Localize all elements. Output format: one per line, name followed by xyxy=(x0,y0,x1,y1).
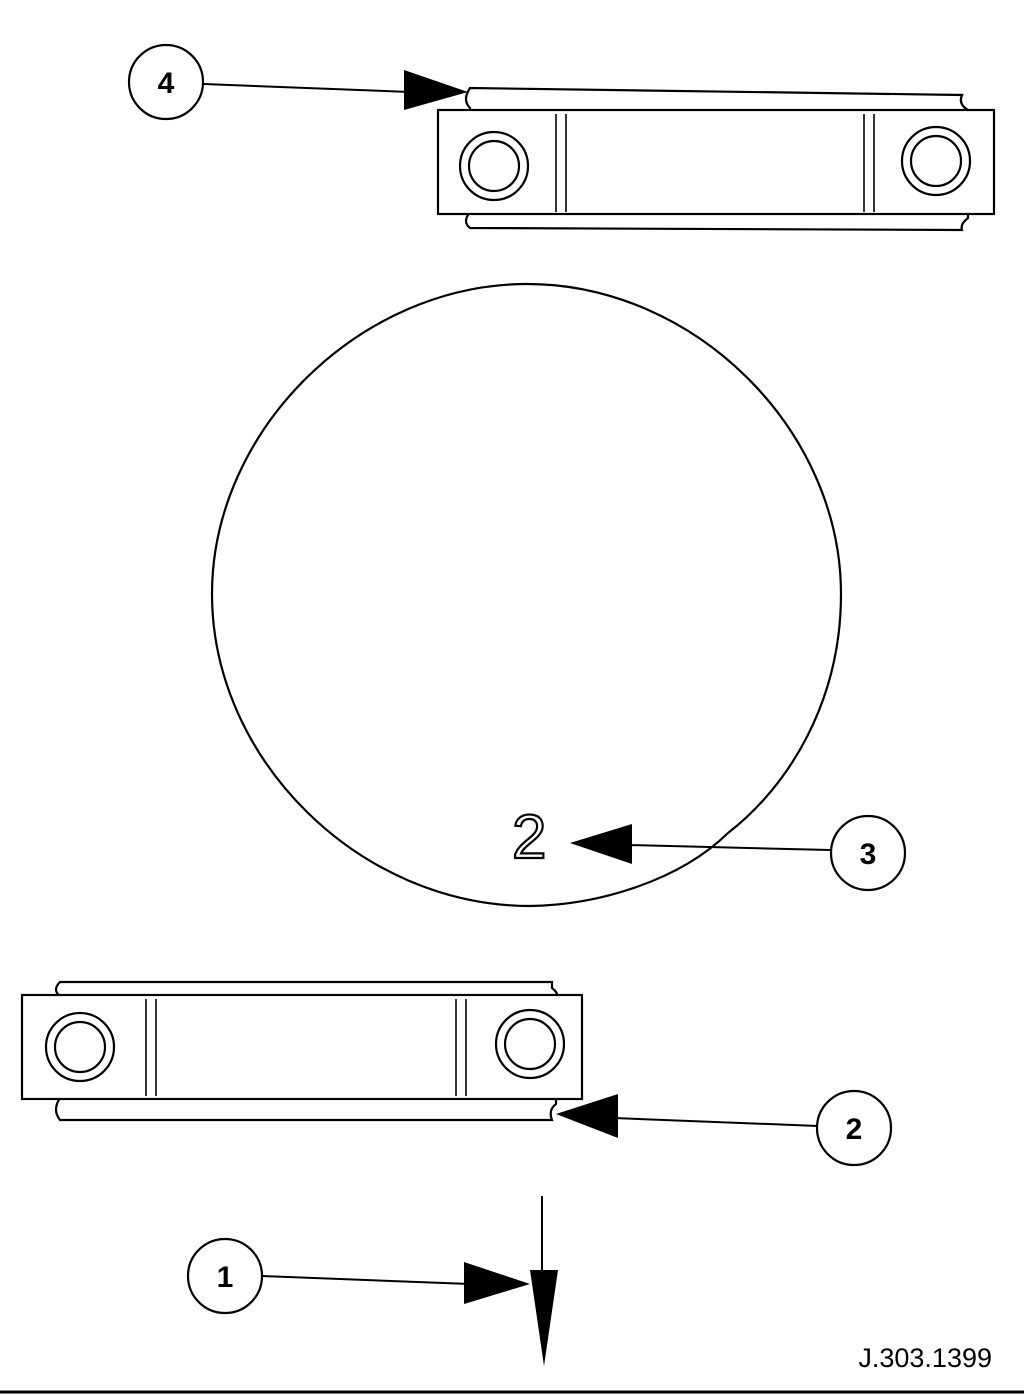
svg-text:2: 2 xyxy=(846,1113,863,1146)
journal-marking-label: 2 xyxy=(512,803,546,872)
leader-line-1 xyxy=(261,1262,530,1304)
bolt-hole-icon xyxy=(494,1008,566,1080)
bolt-hole-icon xyxy=(44,1011,116,1083)
figure-reference-number: J.303.1399 xyxy=(858,1343,992,1373)
bolt-hole-icon xyxy=(900,125,972,197)
svg-text:3: 3 xyxy=(860,838,877,871)
callout-2: 2 xyxy=(815,1089,893,1167)
upper-bearing-cap xyxy=(436,86,996,232)
callout-3: 3 xyxy=(829,814,907,892)
leader-line-3 xyxy=(570,824,831,864)
leader-line-4 xyxy=(203,70,468,110)
crankshaft-journal xyxy=(210,282,843,908)
callout-4: 4 xyxy=(127,43,205,121)
leader-line-2 xyxy=(556,1094,819,1138)
svg-text:1: 1 xyxy=(217,1261,234,1294)
svg-text:4: 4 xyxy=(158,67,175,100)
lower-bearing-cap xyxy=(20,980,584,1122)
callout-1: 1 xyxy=(186,1237,264,1315)
bolt-hole-icon xyxy=(458,130,530,202)
arrow-down-icon xyxy=(530,1196,558,1366)
